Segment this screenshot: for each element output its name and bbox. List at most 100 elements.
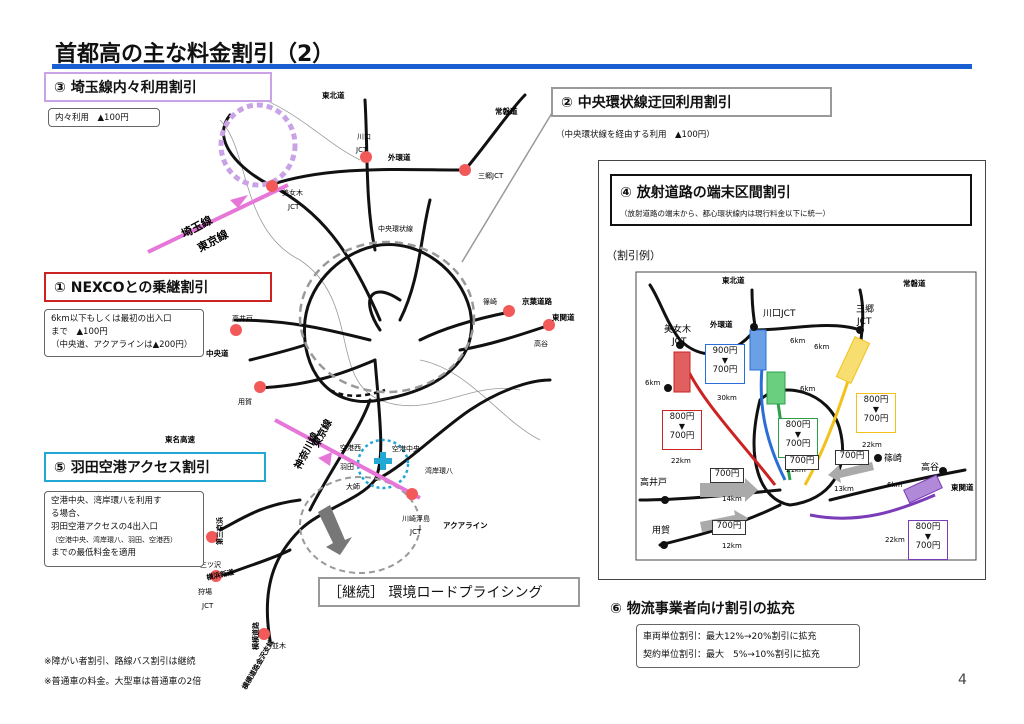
dot-kawasaki	[406, 488, 418, 500]
map-label-haneda: 羽田	[340, 463, 354, 471]
section1-note: 6km以下もしくは最初の出入口 まで ▲100円 （中央道、アクアラインは▲20…	[44, 309, 204, 357]
map-label-omeki-jct: JCT	[287, 203, 300, 211]
page-number: 4	[958, 672, 967, 688]
pink-arrow-2	[318, 452, 332, 466]
section5-note-line3: 羽田空港アクセスの4出入口	[51, 522, 158, 532]
section6-line2: 契約単位割引：最大 5%→10%割引に拡充	[643, 650, 820, 660]
map-label-wangan-kanpachi: 湾岸環八	[425, 466, 453, 475]
chuo-kanjo-circle	[298, 240, 476, 394]
section4-panel	[598, 160, 986, 580]
price-from: 800円	[863, 395, 889, 405]
section5-note-line4: （空港中央、湾岸環八、羽田、空港西）	[51, 536, 177, 544]
section5-note-line1: 空港中央、湾岸環八を利用す	[51, 496, 162, 506]
price-from: 900円	[712, 346, 738, 356]
map-label-mitsuzawa: 三ツ沢	[200, 560, 221, 569]
map-label-namiki: 並木	[272, 641, 286, 650]
road-daisan-keihin	[218, 498, 302, 532]
road-yokohama-shindo	[223, 548, 292, 577]
road-misato-link	[398, 198, 432, 322]
section5-note: 空港中央、湾岸環八を利用す る場合、 羽田空港アクセスの4出入口 （空港中央、湾…	[44, 491, 204, 567]
section1-note-line2: まで ▲100円	[51, 327, 108, 337]
map-label-chuo: 中央道	[206, 348, 229, 358]
map-label-tohoku: 東北道	[322, 90, 345, 100]
map-label-kawaguchi: 川口	[357, 133, 371, 141]
map-label-tomei: 東名高速	[165, 434, 195, 444]
dot-shinozaki	[503, 305, 515, 317]
dot-yokohama	[210, 570, 222, 582]
road-yokohane	[265, 358, 383, 642]
price-box-green: 800円 ▼ 700円	[778, 418, 818, 458]
road-higashikanto	[458, 323, 552, 352]
road-keiyo	[418, 310, 512, 342]
footnote-2: ※普通車の料金。大型車は普通車の2倍	[44, 677, 202, 687]
tokyo-expressway-map: 東北道 川口 JCT 外環道 常磐道 三郷JCT 美女木 JCT 中央環状線 篠…	[147, 89, 575, 691]
price-box-purple: 800円 ▼ 700円	[908, 520, 948, 560]
map-label-kuko-nishi: 空港西	[340, 443, 361, 452]
pink-arrow-1	[230, 195, 248, 208]
map-label-misato: 三郷JCT	[478, 171, 504, 180]
footnote-1: ※障がい者割引、路線バス割引は継続	[44, 657, 196, 667]
map-label-kariba-jct: JCT	[201, 602, 214, 610]
price-to: 700円	[785, 439, 811, 449]
price-from: 800円	[669, 412, 695, 422]
price-box-blue: 900円 ▼ 700円	[705, 344, 745, 384]
dot-misato	[459, 164, 471, 176]
dot-namiki	[258, 628, 270, 640]
map-label-shinozaki: 篠崎	[483, 297, 497, 306]
section1-note-line3: （中央道、アクアラインは▲200円）	[51, 340, 193, 350]
kanagawa-boundary-line	[274, 418, 421, 500]
section4-title-box: ④ 放射道路の端末区間割引 （放射道路の端末から、都心環状線内は現行料金以下に統…	[610, 174, 972, 226]
dot-takaido	[230, 324, 242, 336]
road-pricing-arrow	[318, 505, 352, 555]
arrow-box-yoga: 700円	[712, 520, 746, 535]
road-pricing-circle	[299, 476, 421, 574]
road-joban	[463, 93, 527, 172]
arrow-box-ring: 700円	[785, 455, 819, 470]
price-box-yellow: 800円 ▼ 700円	[856, 393, 896, 433]
road-yoga-link	[248, 343, 307, 362]
section6-line1: 車両単位割引：最大12%→20%割引に拡充	[643, 632, 817, 642]
section2-title: ② 中央環状線迂回利用割引	[551, 87, 832, 117]
map-label-kuko-chuo: 空港中央	[392, 444, 420, 453]
price-to: 700円	[915, 541, 941, 551]
price-to: 700円	[712, 365, 738, 375]
area-outline-3	[419, 359, 541, 441]
dot-omeki	[266, 180, 278, 192]
section5-title: ⑤ 羽田空港アクセス割引	[44, 452, 266, 482]
price-from: 800円	[785, 420, 811, 430]
page-title: 首都高の主な料金割引（2）	[55, 42, 335, 67]
road-chuo	[233, 318, 372, 342]
road-wangan	[373, 378, 552, 482]
section2-note: （中央環状線を経由する利用 ▲100円）	[556, 130, 715, 140]
road-pricing-label: ［継続］ 環境ロードプライシング	[318, 577, 580, 607]
title-underline	[52, 64, 972, 69]
road-kanagawa	[308, 398, 372, 512]
section3-title: ③ 埼玉線内々利用割引	[44, 72, 272, 102]
arrow-box-takaido: 700円	[710, 468, 744, 483]
map-label-kawasaki-jct: JCT	[409, 528, 422, 536]
road-tohoku	[363, 98, 377, 252]
map-label-omeki: 美女木	[282, 188, 303, 197]
down-arrow-icon: ▼	[794, 430, 802, 439]
dot-mitsuzawa	[206, 531, 218, 543]
map-label-aqualine: アクアライン	[443, 520, 488, 530]
map-label-takaya: 高谷	[534, 339, 548, 348]
down-arrow-icon: ▼	[721, 356, 729, 365]
map-label-chuo-kanjo: 中央環状線	[378, 224, 413, 233]
map-label-kawaguchi-jct: JCT	[355, 146, 368, 154]
dot-takaya	[543, 319, 555, 331]
down-arrow-icon: ▼	[872, 405, 880, 414]
section6-title: ⑥ 物流事業者向け割引の拡充	[610, 601, 795, 617]
map-label-kawasaki-ukishima: 川崎浮島	[402, 514, 430, 523]
haneda-circle	[356, 438, 410, 490]
map-label-takaido: 高井戸	[232, 314, 253, 323]
pointer-line-2	[461, 107, 556, 263]
map-label-gaikan: 外環道	[388, 152, 411, 162]
section4-title: ④ 放射道路の端末区間割引	[620, 184, 791, 201]
section4-note: （放射道路の端末から、都心環状線内は現行料金以下に統一）	[620, 208, 830, 218]
map-label-joban: 常磐道	[495, 106, 518, 116]
map-label-keiyo: 京葉道路	[522, 296, 552, 306]
price-from: 800円	[915, 522, 941, 532]
map-label-kariba: 狩場	[198, 587, 212, 596]
haneda-cross-v	[380, 452, 386, 470]
